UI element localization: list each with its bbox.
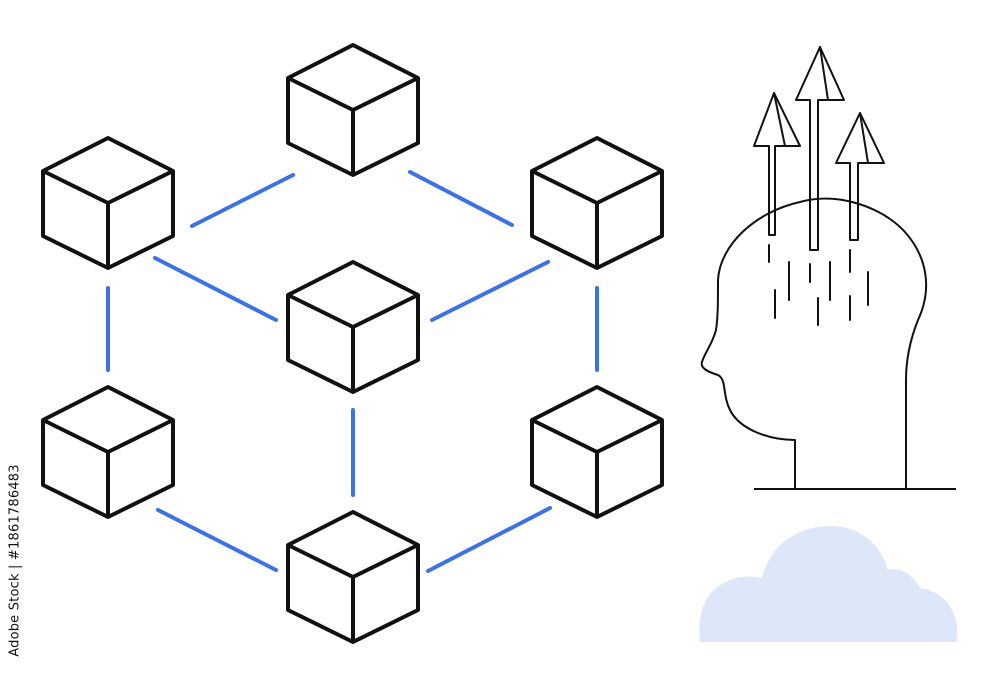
connector-lowerright-bottom <box>426 506 552 573</box>
network-connectors <box>106 170 599 573</box>
human-head-icon <box>700 197 928 490</box>
cube-lower-left <box>41 385 175 519</box>
connector-upperleft-center <box>153 256 278 322</box>
cube-bottom <box>286 510 420 644</box>
up-arrow-icon-tip <box>819 46 845 101</box>
up-arrow-icon <box>835 112 869 241</box>
up-arrow-icon <box>795 46 829 251</box>
cloud-icon <box>699 526 958 642</box>
network-nodes <box>41 43 664 644</box>
cube-upper-right <box>530 136 664 270</box>
cube-upper-left <box>41 136 175 270</box>
up-arrow-icon <box>753 92 786 236</box>
cube-top <box>286 43 420 177</box>
connector-lowerleft-bottom <box>156 508 278 572</box>
growth-arrows <box>753 46 885 251</box>
speed-lines <box>768 244 869 326</box>
cube-center <box>286 260 420 394</box>
up-arrow-icon-tip <box>859 112 885 164</box>
up-arrow-icon-tip <box>773 92 801 147</box>
cube-lower-right <box>530 385 664 519</box>
connector-upperright-center <box>430 260 550 322</box>
connector-upperleft-top <box>190 173 295 228</box>
connector-top-upperright <box>408 170 514 227</box>
